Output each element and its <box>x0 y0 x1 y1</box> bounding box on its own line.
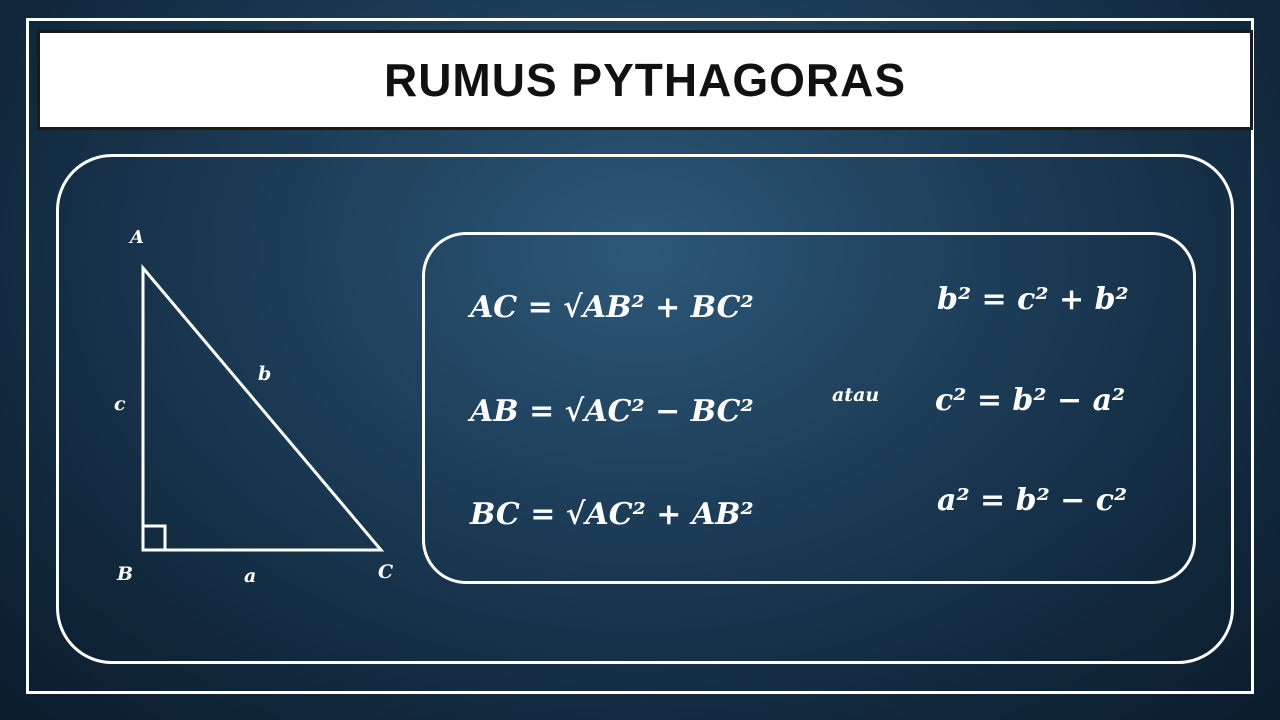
right-angle-marker <box>141 524 167 552</box>
formula-ac: AC = √AB² + BC² <box>470 290 754 325</box>
outer-frame <box>26 18 1254 694</box>
side-b-label: b <box>258 363 271 385</box>
formula-c-squared: c² = b² − a² <box>935 383 1126 418</box>
vertex-b-label: B <box>116 563 133 585</box>
page-title: RUMUS PYTHAGORAS <box>383 54 907 106</box>
formula-b-squared: b² = c² + b² <box>937 282 1129 317</box>
formula-bc: BC = √AC² + AB² <box>470 497 754 532</box>
title-bar: RUMUS PYTHAGORAS <box>37 30 1253 130</box>
formula-a-squared: a² = b² − c² <box>937 483 1128 518</box>
main-panel <box>56 154 1234 664</box>
vertex-c-label: C <box>378 561 393 583</box>
right-triangle <box>141 263 385 552</box>
side-c-label: c <box>114 393 126 415</box>
formula-box <box>422 232 1196 584</box>
connector-atau: atau <box>832 384 880 406</box>
formula-ab: AB = √AC² − BC² <box>470 394 754 429</box>
vertex-a-label: A <box>128 227 144 248</box>
side-a-label: a <box>244 565 256 587</box>
